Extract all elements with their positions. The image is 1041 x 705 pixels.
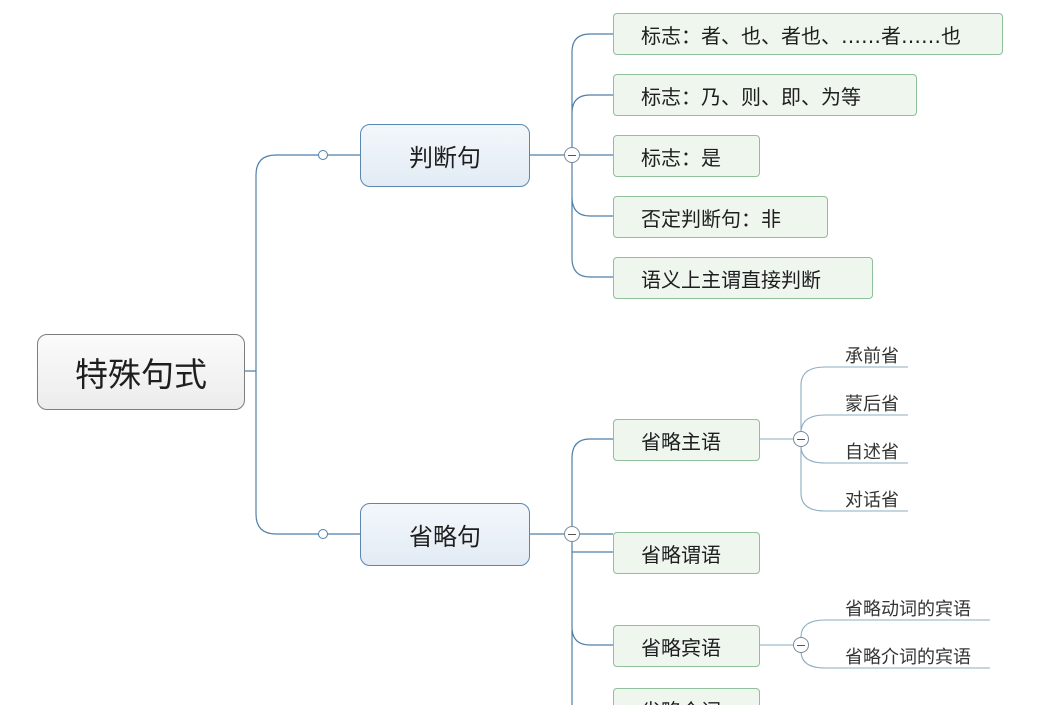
subtopic-label: 标志：者、也、者也、……者……也 <box>641 23 961 48</box>
collapse-toggle-icon[interactable] <box>564 526 580 542</box>
collapse-toggle-icon[interactable] <box>793 637 809 653</box>
subtopic-node[interactable]: 省略谓语 <box>613 532 760 574</box>
topic-ellipsis-sentence[interactable]: 省略句 <box>360 503 530 566</box>
subtopic-node[interactable]: 否定判断句：非 <box>613 196 828 238</box>
leaf-label: 自述省 <box>845 442 899 463</box>
subtopic-node[interactable]: 省略宾语 <box>613 625 760 667</box>
leaf-topic[interactable]: 省略动词的宾语 <box>845 595 971 621</box>
branch-connector-dot <box>318 529 328 539</box>
leaf-label: 省略动词的宾语 <box>845 599 971 620</box>
leaf-label: 省略介词的宾语 <box>845 647 971 668</box>
subtopic-node[interactable]: 标志：乃、则、即、为等 <box>613 74 917 116</box>
subtopic-node[interactable]: 省略主语 <box>613 419 760 461</box>
root-node[interactable]: 特殊句式 <box>37 334 245 410</box>
root-label: 特殊句式 <box>75 355 207 394</box>
subtopic-label: 标志：是 <box>641 145 721 170</box>
subtopic-label: 标志：乃、则、即、为等 <box>641 84 861 109</box>
leaf-topic[interactable]: 自述省 <box>845 438 899 464</box>
collapse-toggle-icon[interactable] <box>564 147 580 163</box>
subtopic-label: 省略介词 <box>641 695 721 705</box>
branch-connector-dot <box>318 150 328 160</box>
leaf-label: 承前省 <box>845 346 899 367</box>
topic-label: 省略句 <box>409 523 481 551</box>
leaf-topic[interactable]: 承前省 <box>845 342 899 368</box>
topic-label: 判断句 <box>409 144 481 172</box>
subtopic-node[interactable]: 语义上主谓直接判断 <box>613 257 873 299</box>
leaf-label: 对话省 <box>845 490 899 511</box>
leaf-topic[interactable]: 蒙后省 <box>845 390 899 416</box>
subtopic-node[interactable]: 标志：是 <box>613 135 760 177</box>
subtopic-label: 否定判断句：非 <box>641 206 781 231</box>
leaf-label: 蒙后省 <box>845 394 899 415</box>
leaf-topic[interactable]: 对话省 <box>845 486 899 512</box>
subtopic-label: 语义上主谓直接判断 <box>641 267 821 292</box>
subtopic-node[interactable]: 标志：者、也、者也、……者……也 <box>613 13 1003 55</box>
collapse-toggle-icon[interactable] <box>793 431 809 447</box>
topic-judgment-sentence[interactable]: 判断句 <box>360 124 530 187</box>
subtopic-label: 省略谓语 <box>641 542 721 567</box>
leaf-topic[interactable]: 省略介词的宾语 <box>845 643 971 669</box>
subtopic-label: 省略宾语 <box>641 635 721 660</box>
subtopic-label: 省略主语 <box>641 429 721 454</box>
subtopic-node[interactable]: 省略介词 <box>613 688 760 705</box>
